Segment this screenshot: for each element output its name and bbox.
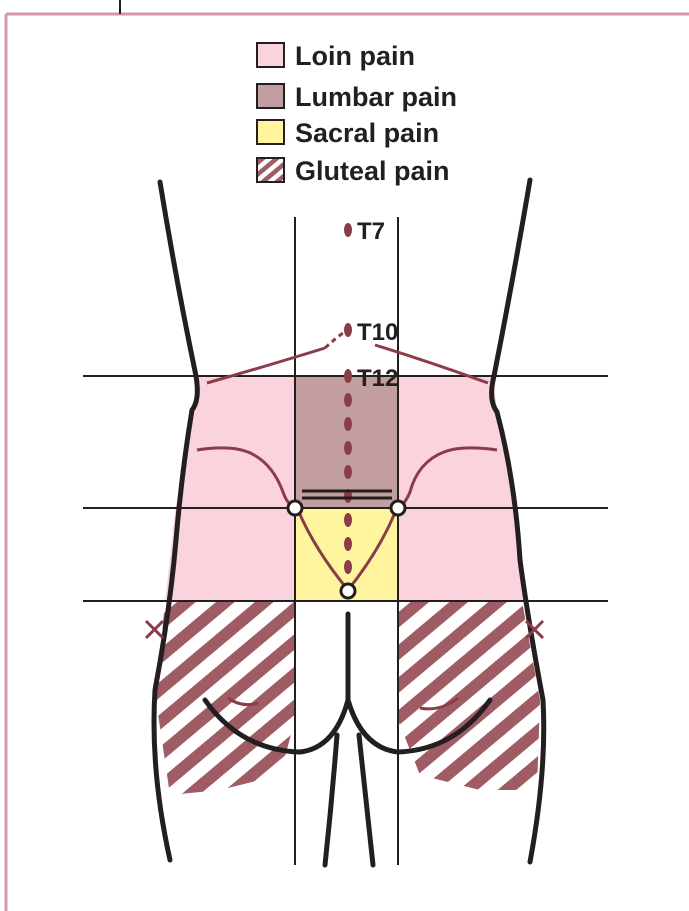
legend-item-lumbar: Lumbar pain: [257, 82, 457, 112]
cross-icon: [146, 621, 163, 638]
legend: Loin pain Lumbar pain Sacral pain Glutea…: [257, 41, 457, 186]
legend-swatch-loin: [257, 43, 284, 67]
legend-swatch-gluteal: [257, 158, 284, 182]
legend-item-gluteal: Gluteal pain: [257, 156, 450, 186]
legend-label-loin: Loin pain: [295, 41, 415, 71]
vertebral-labels: T7 T10 T12: [357, 218, 398, 392]
label-t10: T10: [357, 319, 398, 346]
leg-inner-right: [359, 735, 373, 865]
legend-label-lumbar: Lumbar pain: [295, 82, 457, 112]
spine-dots: [344, 223, 352, 574]
label-t12: T12: [357, 365, 398, 392]
gluteal-region-right: [398, 601, 540, 790]
leg-inner-left: [325, 735, 337, 865]
legend-item-sacral: Sacral pain: [257, 118, 439, 148]
legend-swatch-lumbar: [257, 84, 284, 108]
legend-label-sacral: Sacral pain: [295, 118, 439, 148]
label-t7: T7: [357, 218, 385, 245]
legend-label-gluteal: Gluteal pain: [295, 156, 450, 186]
gluteal-region-left: [156, 601, 295, 795]
legend-item-loin: Loin pain: [257, 41, 415, 71]
legend-swatch-sacral: [257, 120, 284, 144]
